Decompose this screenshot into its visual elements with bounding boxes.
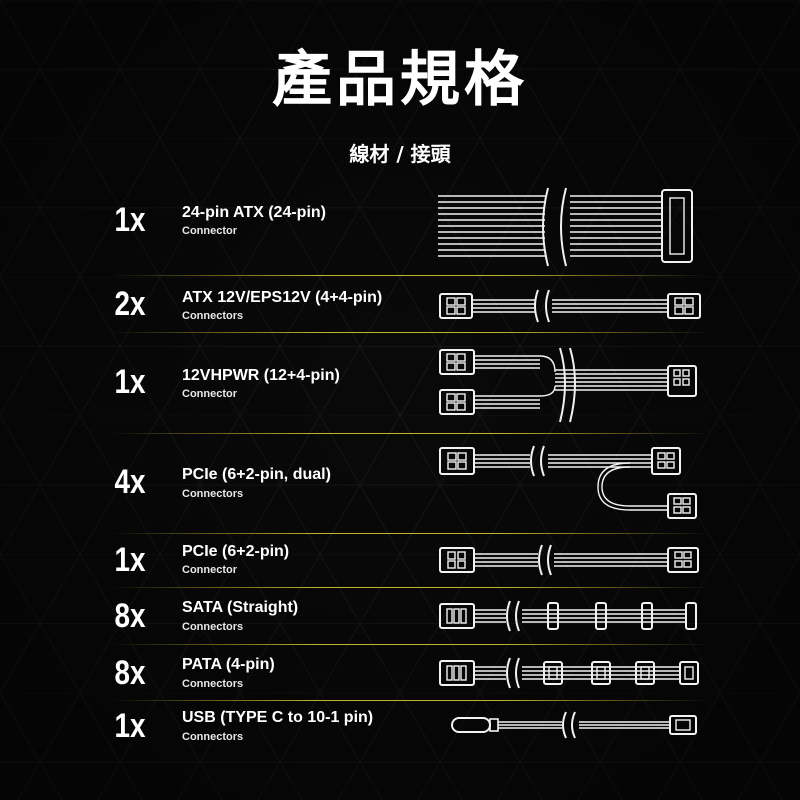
cable-subtitle: Connector bbox=[182, 225, 237, 237]
12vhpwr-cable-icon bbox=[439, 347, 697, 423]
row-divider bbox=[110, 700, 710, 701]
row-divider bbox=[110, 275, 710, 276]
cable-quantity: 8x bbox=[114, 597, 146, 635]
cable-quantity: 2x bbox=[114, 285, 146, 323]
eps-cable-icon bbox=[439, 289, 701, 323]
cable-name: USB (TYPE C to 10-1 pin) bbox=[182, 709, 374, 726]
cable-subtitle: Connector bbox=[182, 388, 237, 400]
row-divider bbox=[110, 644, 710, 645]
row-divider bbox=[110, 332, 710, 333]
cable-name: PCIe (6+2-pin, dual) bbox=[182, 466, 331, 483]
cable-name: 12VHPWR (12+4-pin) bbox=[182, 367, 340, 384]
cable-subtitle: Connectors bbox=[182, 621, 244, 633]
cable-name: 24-pin ATX (24-pin) bbox=[182, 204, 326, 221]
cable-subtitle: Connectors bbox=[182, 731, 244, 743]
cable-name: SATA (Straight) bbox=[182, 599, 299, 616]
pcie-dual-cable-icon bbox=[439, 445, 697, 519]
sata-cable-icon bbox=[439, 600, 697, 632]
cable-quantity: 4x bbox=[114, 463, 146, 501]
usb-cable-icon bbox=[451, 711, 697, 739]
cable-subtitle: Connector bbox=[182, 564, 237, 576]
cable-subtitle: Connectors bbox=[182, 310, 244, 322]
row-divider bbox=[110, 533, 710, 534]
cable-name: ATX 12V/EPS12V (4+4-pin) bbox=[182, 289, 383, 306]
cable-quantity: 8x bbox=[114, 654, 146, 692]
row-divider bbox=[110, 433, 710, 434]
pata-cable-icon bbox=[439, 657, 699, 689]
cable-quantity: 1x bbox=[114, 541, 146, 579]
row-divider bbox=[110, 587, 710, 588]
atx-24pin-cable-icon bbox=[438, 187, 693, 267]
page-subtitle: 線材 / 接頭 bbox=[349, 142, 451, 166]
cable-name: PATA (4-pin) bbox=[182, 656, 275, 673]
cable-quantity: 1x bbox=[114, 363, 146, 401]
page-title: 產品規格 bbox=[272, 45, 528, 115]
cable-subtitle: Connectors bbox=[182, 488, 244, 500]
cable-name: PCIe (6+2-pin) bbox=[182, 543, 290, 560]
cable-quantity: 1x bbox=[114, 201, 146, 239]
pcie-cable-icon bbox=[439, 544, 699, 576]
cable-quantity: 1x bbox=[114, 707, 146, 745]
cable-subtitle: Connectors bbox=[182, 678, 244, 690]
